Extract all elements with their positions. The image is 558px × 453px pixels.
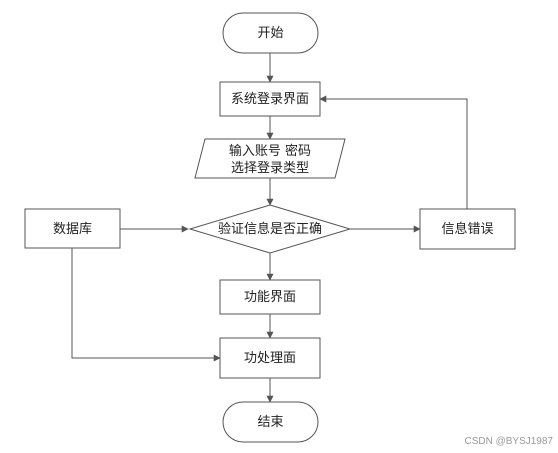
edge-database-to-process xyxy=(71,248,221,362)
input-parallelogram-shape xyxy=(194,138,346,179)
function-ui-label: 功能界面 xyxy=(244,290,296,305)
login-ui-label: 系统登录界面 xyxy=(231,92,309,107)
function-ui-box xyxy=(219,279,321,315)
edges xyxy=(71,53,468,403)
info-error-label: 信息错误 xyxy=(441,221,493,237)
login-ui-box xyxy=(219,81,321,117)
node-start: 开始 xyxy=(222,12,319,54)
database-box xyxy=(24,208,121,249)
start-label: 开始 xyxy=(257,26,283,41)
node-process: 功处理面 xyxy=(219,337,321,379)
input-label-line1: 输入账号 密码 xyxy=(229,143,311,159)
node-info-error: 信息错误 xyxy=(419,208,516,250)
info-error-box xyxy=(419,208,516,250)
node-function-ui: 功能界面 xyxy=(219,279,321,315)
watermark-text: CSDN @BYSJ1987 xyxy=(464,436,553,447)
node-verify: 验证信息是否正确 xyxy=(188,204,352,254)
node-database: 数据库 xyxy=(24,208,121,249)
end-terminator-shape xyxy=(222,401,319,443)
verify-label: 验证信息是否正确 xyxy=(218,221,322,237)
edge-error-to-login xyxy=(319,95,468,209)
start-terminator-shape xyxy=(222,12,319,54)
database-label: 数据库 xyxy=(53,221,92,237)
node-login-ui: 系统登录界面 xyxy=(219,81,321,117)
process-box xyxy=(219,337,321,379)
verify-diamond-shape xyxy=(188,204,352,254)
node-input: 输入账号 密码 选择登录类型 xyxy=(194,138,346,179)
process-label: 功处理面 xyxy=(244,351,296,366)
input-label-line2: 选择登录类型 xyxy=(231,161,309,176)
end-label: 结束 xyxy=(257,415,283,430)
node-end: 结束 xyxy=(222,401,319,443)
